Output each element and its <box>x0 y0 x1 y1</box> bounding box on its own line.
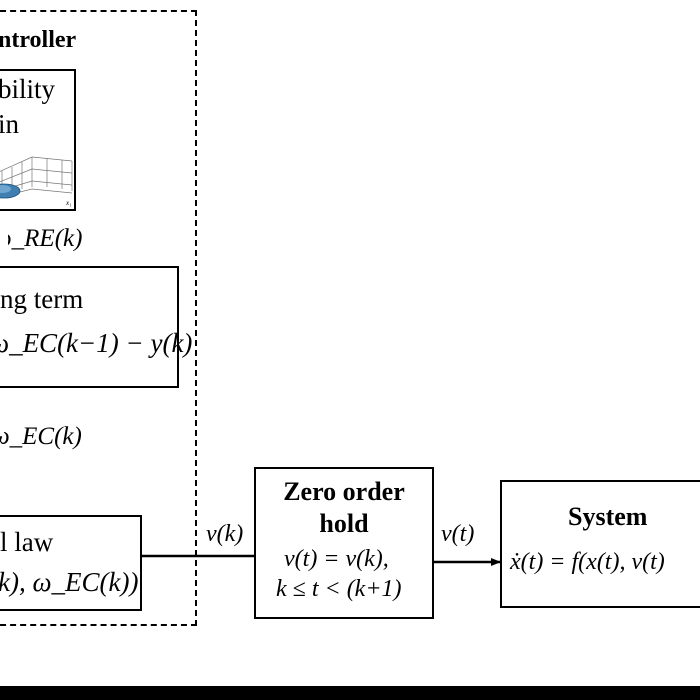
control-law-equation: k), ω_EC(k)) <box>0 567 139 597</box>
zoh-title-line2: hold <box>319 509 369 538</box>
signal-vt-label: v(t) <box>441 521 475 547</box>
signal-vk-label: v(k) <box>206 521 244 547</box>
signal-omega-ec-label: ω_EC(k) <box>0 423 82 450</box>
controller-title: ntroller <box>0 27 77 53</box>
zoh-title-line1: Zero order <box>283 477 405 506</box>
system-box: System ẋ(t) = f(x(t), v(t) <box>500 480 700 608</box>
stability-3d-plot: x₁ <box>0 156 73 207</box>
system-title: System <box>568 502 648 531</box>
error-box-title: ng term <box>0 284 84 314</box>
signal-omega-re-label: ω_RE(k) <box>0 226 82 251</box>
stability-box-line1: bility <box>0 74 56 104</box>
zoh-equation-1: v(t) = v(k), <box>284 546 389 572</box>
signal-omega-re-text: ω_RE(k) <box>0 225 83 252</box>
system-equation: ẋ(t) = f(x(t), v(t) <box>510 549 665 575</box>
bottom-border-bar <box>0 686 700 700</box>
zoh-equation-2: k ≤ t < (k+1) <box>276 576 402 602</box>
zero-order-hold-box: Zero order hold v(t) = v(k), k ≤ t < (k+… <box>254 467 434 619</box>
plot-axis-label: x₁ <box>65 199 72 207</box>
controller-boundary <box>0 10 197 626</box>
stability-domain-box: bility in x₁ <box>0 69 76 211</box>
control-law-box: l law k), ω_EC(k)) <box>0 515 142 611</box>
stability-box-line2: in <box>0 109 20 139</box>
error-box-equation: ω_EC(k−1) − y(k) <box>0 328 193 358</box>
control-law-title: l law <box>0 527 54 557</box>
error-term-box: ng term ω_EC(k−1) − y(k) <box>0 266 192 388</box>
